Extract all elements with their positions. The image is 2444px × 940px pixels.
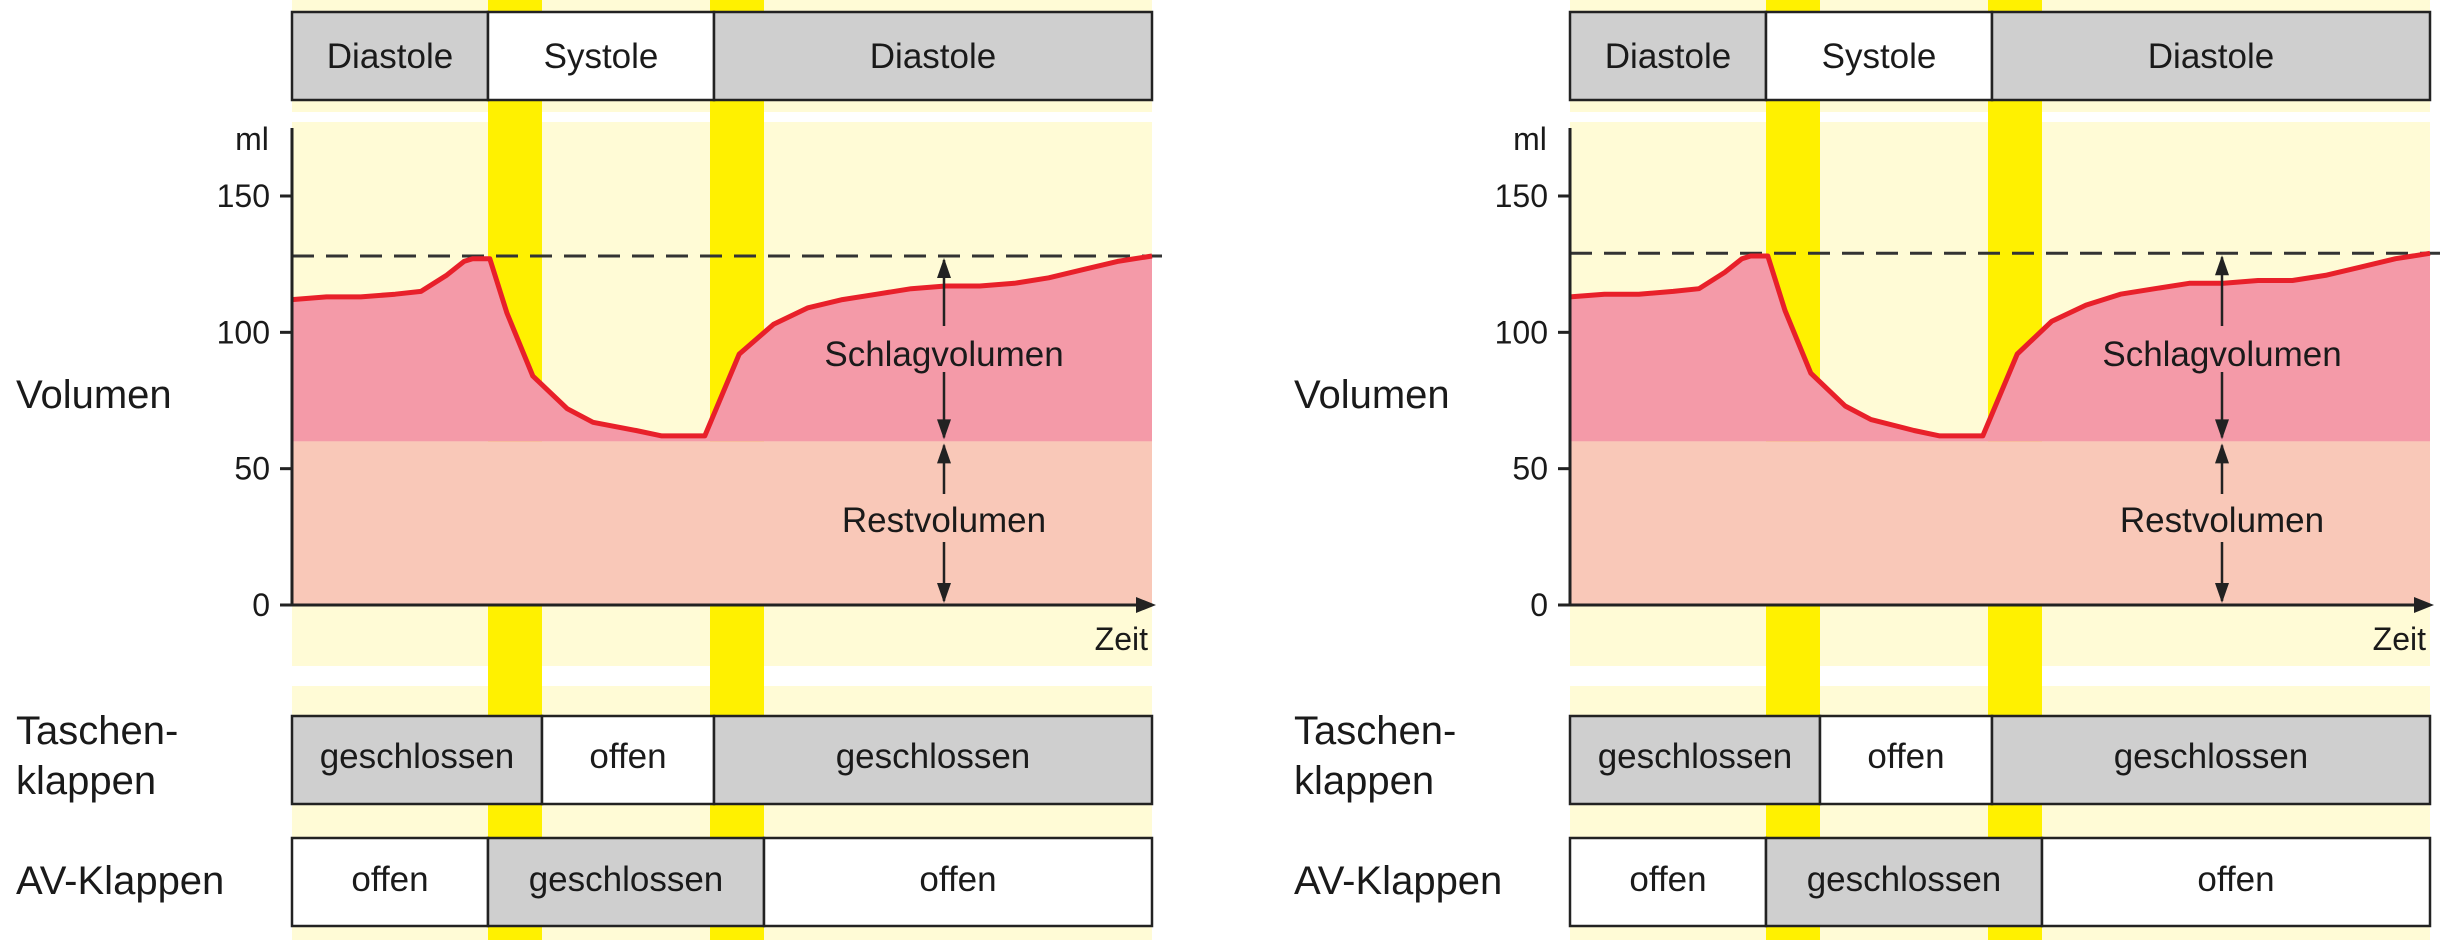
valve-row-label: klappen: [1294, 759, 1434, 803]
stroke-arrow-head-up: [937, 257, 951, 278]
valve-state-label: geschlossen: [529, 860, 724, 899]
valve-cell-2-2: [1764, 836, 2044, 928]
residual-volume-area: [1570, 441, 2430, 605]
y-tick-label: 50: [1512, 451, 1548, 487]
valve-row-label: AV-Klappen: [1294, 859, 1502, 903]
valve-state-label: offen: [1629, 860, 1706, 899]
valve-state-label: offen: [589, 737, 666, 776]
y-tick-label: 100: [1495, 314, 1548, 350]
residual-arrow-head-down: [937, 583, 951, 603]
valve-cell-2-2: [486, 836, 766, 928]
valve-state-label: offen: [1867, 737, 1944, 776]
valve-cell-2-3: [762, 836, 1154, 928]
stroke-arrow-head-down: [2215, 419, 2229, 440]
valve-state-label: offen: [351, 860, 428, 899]
x-axis-label: Zeit: [2373, 621, 2426, 657]
y-tick-label: 50: [234, 451, 270, 487]
valve-cell-2-3: [2040, 836, 2432, 928]
residual-volume-label: Restvolumen: [2120, 501, 2324, 540]
valve-state-label: geschlossen: [320, 737, 515, 776]
valve-state-label: geschlossen: [1807, 860, 2002, 899]
valve-row-label: Taschen-: [1294, 709, 1456, 753]
phase-cell-2: [486, 10, 716, 102]
phase-label: Diastole: [327, 37, 453, 76]
volume-curve: [1569, 250, 2431, 439]
volume-curve: [291, 253, 1153, 439]
valve-state-label: offen: [2197, 860, 2274, 899]
valve-row-label: klappen: [16, 759, 156, 803]
phase-label: Systole: [544, 37, 659, 76]
stroke-arrow-head-down: [937, 419, 951, 440]
y-tick-label: 150: [1495, 178, 1548, 214]
stroke-volume-area: [292, 256, 1152, 442]
valve-cell-1-3: [1990, 714, 2432, 806]
residual-arrow-head-up: [2215, 443, 2229, 464]
phase-cell-3: [712, 10, 1154, 102]
valve-cell-2-1: [290, 836, 490, 928]
valve-state-label: geschlossen: [2114, 737, 2309, 776]
valve-row-label: AV-Klappen: [16, 859, 224, 903]
phase-cell-1: [290, 10, 490, 102]
y-tick-label: 0: [252, 587, 270, 623]
y-tick-label: 0: [1530, 587, 1548, 623]
valve-cell-1-2: [540, 714, 716, 806]
valve-state-label: offen: [919, 860, 996, 899]
stroke-arrow-head-up: [2215, 255, 2229, 276]
y-unit-label: ml: [235, 121, 269, 157]
valve-row-label: Taschen-: [16, 709, 178, 753]
residual-volume-area: [292, 441, 1152, 605]
phase-cell-1: [1568, 10, 1768, 102]
phase-cell-3: [1990, 10, 2432, 102]
valve-state-label: geschlossen: [836, 737, 1031, 776]
valve-state-label: geschlossen: [1598, 737, 1793, 776]
x-axis-arrowhead: [1136, 597, 1156, 613]
valve-cell-1-3: [712, 714, 1154, 806]
stroke-volume-area: [1570, 253, 2430, 442]
phase-cell-2: [1764, 10, 1994, 102]
x-axis-arrowhead: [2414, 597, 2434, 613]
y-axis-label: Volumen: [1294, 373, 1450, 417]
x-axis-label: Zeit: [1095, 621, 1148, 657]
y-unit-label: ml: [1513, 121, 1547, 157]
residual-arrow-head-down: [2215, 583, 2229, 603]
stroke-volume-label: Schlagvolumen: [824, 335, 1063, 374]
stroke-volume-label: Schlagvolumen: [2102, 335, 2341, 374]
phase-label: Diastole: [2148, 37, 2274, 76]
y-tick-label: 100: [217, 314, 270, 350]
phase-label: Systole: [1822, 37, 1937, 76]
phase-label: Diastole: [870, 37, 996, 76]
y-tick-label: 150: [217, 178, 270, 214]
phase-label: Diastole: [1605, 37, 1731, 76]
residual-arrow-head-up: [937, 443, 951, 464]
y-axis-label: Volumen: [16, 373, 172, 417]
valve-cell-2-1: [1568, 836, 1768, 928]
valve-cell-1-2: [1818, 714, 1994, 806]
residual-volume-label: Restvolumen: [842, 501, 1046, 540]
